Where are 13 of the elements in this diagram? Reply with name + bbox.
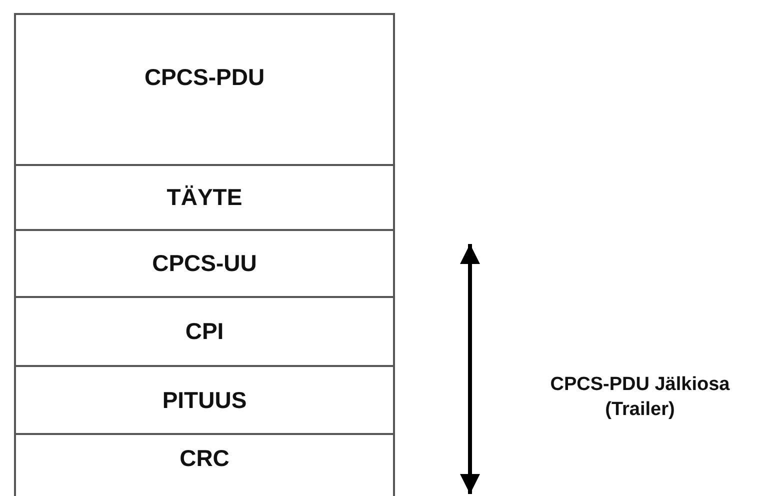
span-label: CPCS-PDU Jälkiosa (Trailer) — [549, 373, 731, 422]
field-row — [14, 365, 395, 435]
field-row — [14, 164, 395, 231]
field-name: CPCS-PDU — [144, 64, 265, 91]
field-row — [14, 433, 395, 496]
field-row — [14, 229, 395, 298]
field-name: CPI — [185, 318, 224, 345]
field-name: CPCS-UU — [152, 250, 257, 277]
field-name: TÄYTE — [166, 184, 242, 211]
field-name: PITUUS — [162, 386, 247, 414]
field-row — [14, 13, 395, 166]
field-name: CRC — [180, 445, 230, 472]
field-row — [14, 296, 395, 367]
